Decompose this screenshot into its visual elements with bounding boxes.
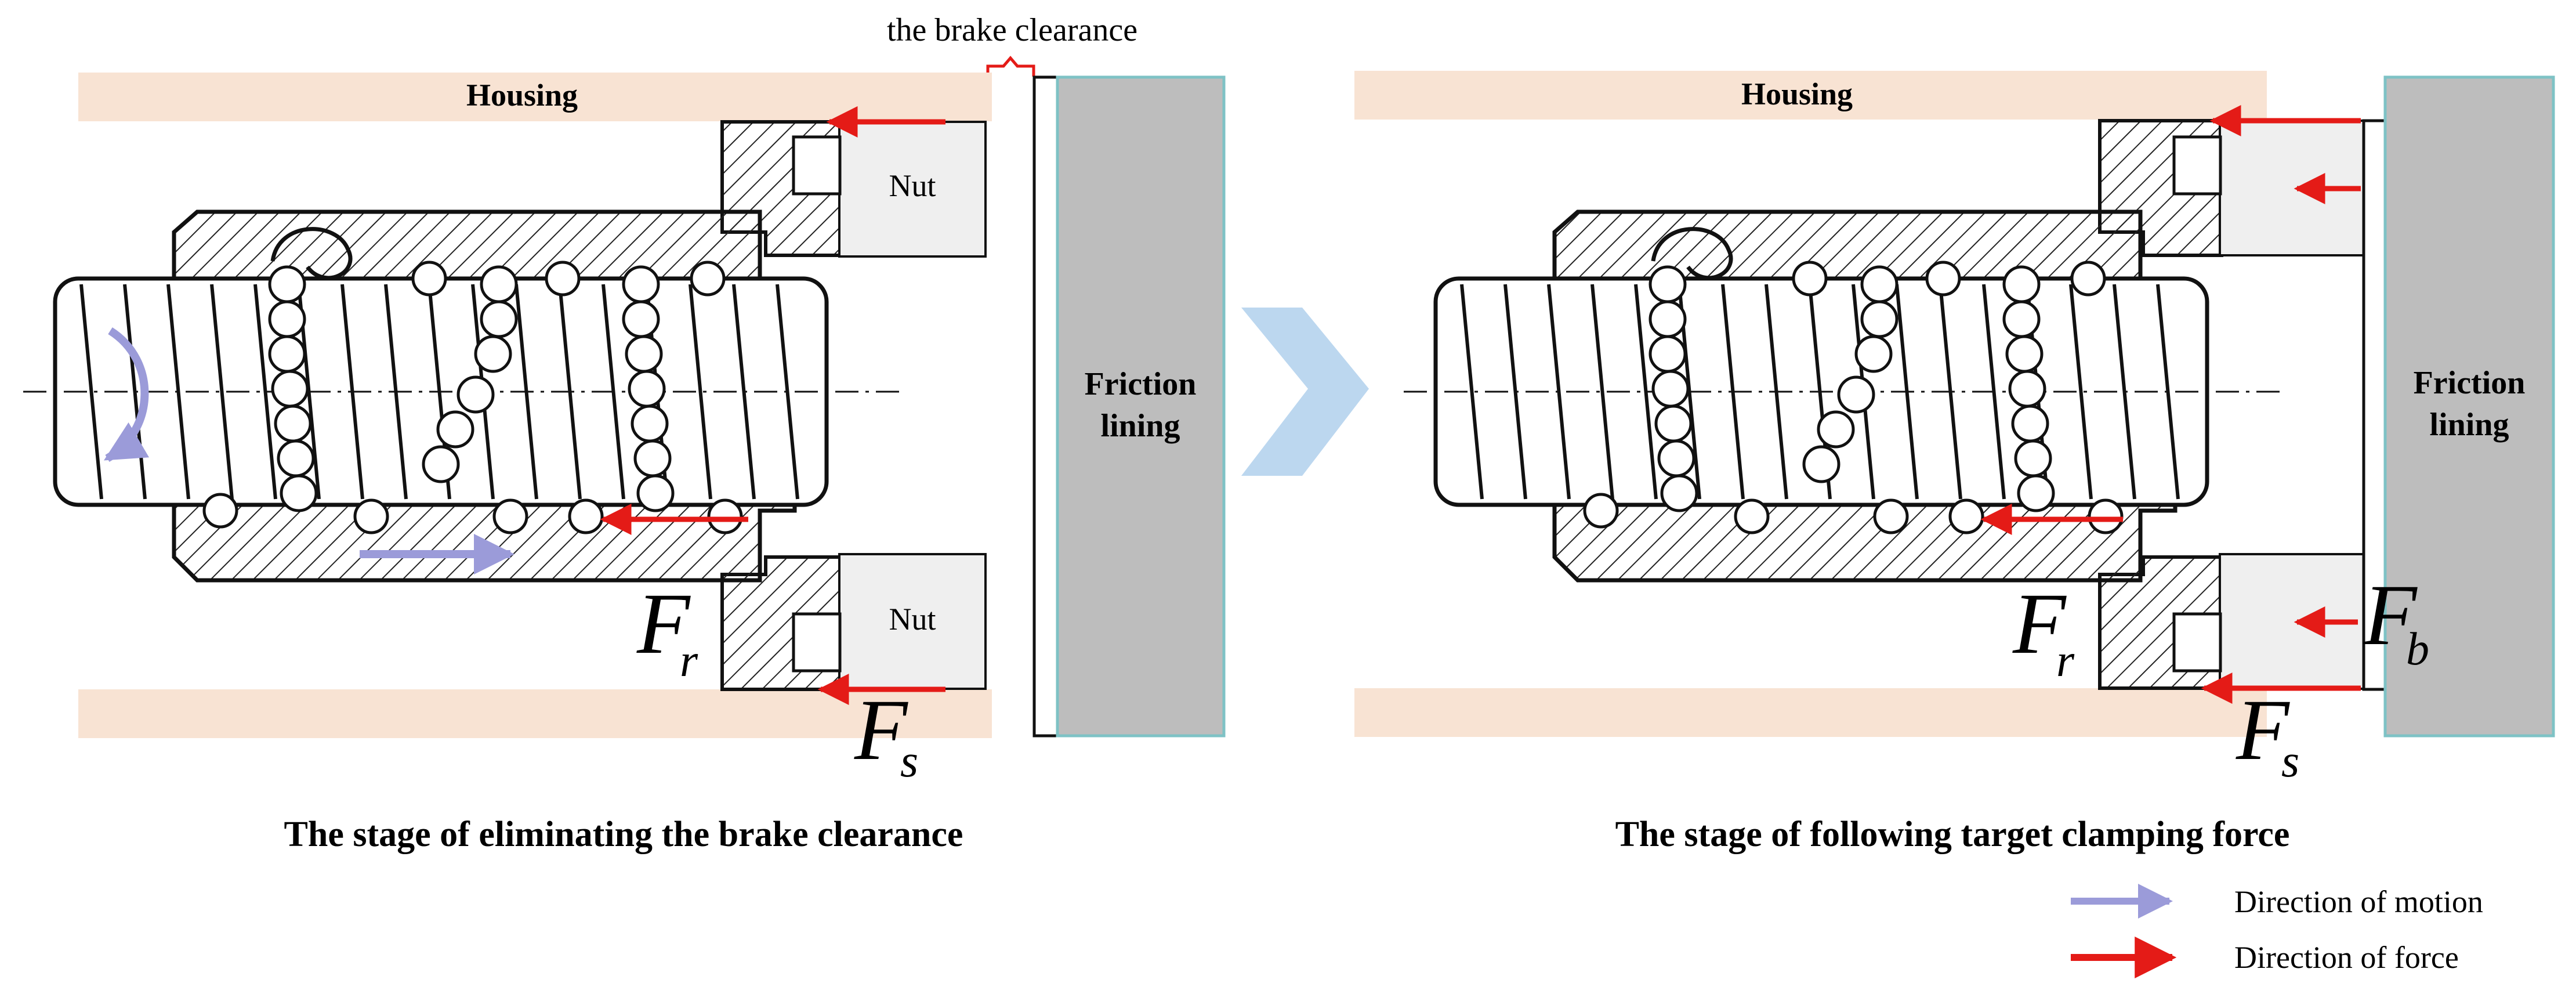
friction-label-right-2: lining	[2430, 407, 2509, 443]
force-subscript-fb-right: b	[2406, 624, 2429, 675]
force-subscript-fs-left: s	[900, 736, 918, 787]
force-symbol-fr-left: F	[636, 576, 691, 672]
friction-label-right-1: Friction	[2414, 365, 2526, 401]
force-symbol-fb-right: F	[2363, 567, 2418, 663]
bolt-head-bottom-right	[2172, 612, 2222, 673]
force-symbol-fs-left: F	[854, 682, 908, 778]
bolt-head-top-left	[792, 135, 842, 196]
force-subscript-fr-left: r	[680, 635, 698, 686]
ball-return-loop-left	[270, 227, 353, 280]
left-panel: Housing Nut Nut	[23, 73, 1226, 854]
housing-top-right	[1354, 71, 2267, 120]
nut-top-left	[838, 121, 987, 258]
force-subscript-fs-right: s	[2281, 736, 2299, 787]
nut-top-label-left: Nut	[889, 168, 936, 203]
legend-motion-label: Direction of motion	[2234, 884, 2483, 919]
housing-label-right: Housing	[1741, 77, 1853, 111]
legend: Direction of motion Direction of force	[2071, 884, 2483, 978]
caption-right: The stage of following target clamping f…	[1615, 815, 2290, 854]
ball-return-loop-right	[1651, 227, 1733, 280]
force-symbol-fr-right: F	[2012, 576, 2067, 672]
stage-transition-chevron	[1241, 308, 1369, 476]
friction-label-left-1: Friction	[1085, 366, 1197, 402]
ball-columns-right	[1583, 261, 2124, 534]
caption-left: The stage of eliminating the brake clear…	[284, 815, 963, 854]
brake-clearance-annotation: the brake clearance	[887, 12, 1137, 48]
friction-lining-left	[1056, 75, 1226, 738]
pressure-plate-left	[1032, 75, 1059, 738]
legend-force-label: Direction of force	[2234, 940, 2459, 975]
nut-bottom-left	[838, 553, 987, 690]
force-subscript-fr-right: r	[2056, 635, 2075, 686]
ball-columns-left	[202, 261, 743, 534]
nut-bottom-label-left: Nut	[889, 602, 936, 637]
bolt-head-bottom-left	[792, 612, 842, 673]
housing-bottom-right	[1354, 688, 2267, 737]
bolt-head-top-right	[2172, 135, 2222, 196]
force-symbol-fs-right: F	[2236, 682, 2290, 778]
rotation-arrow-left	[103, 327, 150, 462]
friction-lining-right	[2383, 75, 2555, 738]
right-panel: Housing	[1354, 71, 2555, 854]
friction-label-left-2: lining	[1101, 408, 1180, 444]
housing-label-left: Housing	[466, 78, 578, 113]
brake-clearance-brace	[986, 56, 1035, 77]
